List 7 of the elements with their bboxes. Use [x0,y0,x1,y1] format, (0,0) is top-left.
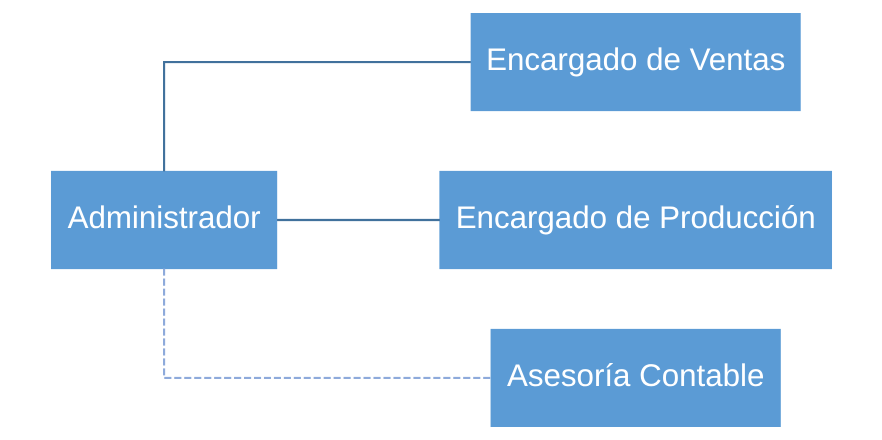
node-box: Administrador [50,170,277,270]
connector [276,218,440,222]
node-box: Encargado de Producción [438,170,832,270]
connector [162,268,490,379]
connector [162,61,470,172]
node-box: Encargado de Ventas [470,13,800,112]
node-box: Asesoría Contable [490,328,780,427]
